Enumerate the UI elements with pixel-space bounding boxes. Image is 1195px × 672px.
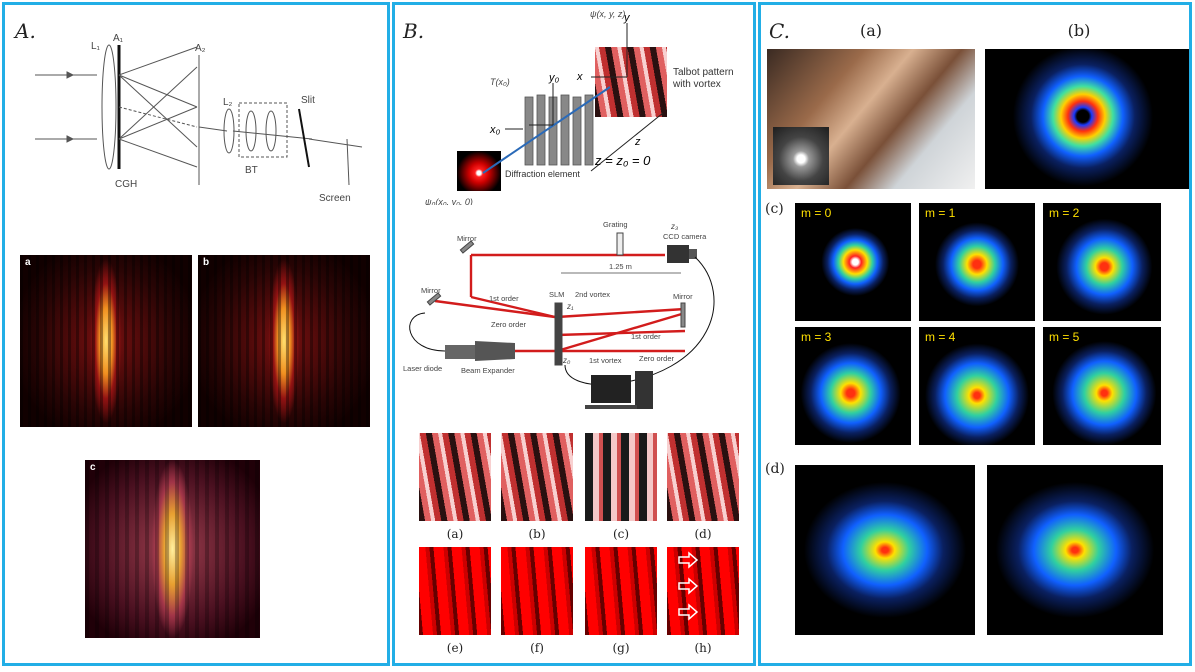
label-psi: ψ(x, y, z) [590,9,625,19]
arrow-icons [678,551,699,621]
label-t: T(x₀) [490,77,510,87]
label-distance: 1.25 m [609,262,632,271]
panel-a: A. L₁ A₁ A₂ L₂ Slit CGH BT Screen [2,2,390,666]
talbot-image-f [501,547,573,635]
lattice-pattern-left [795,465,975,635]
label-z0: z₀ [562,356,571,365]
label-mirror-left: Mirror [421,286,441,295]
label-screen: Screen [319,193,351,204]
label-grating: Grating [603,220,628,229]
talbot-image-b [501,433,573,521]
label-z-equation: z = z₀ = 0 [594,153,651,168]
mode-label-m0: m = 0 [801,206,832,220]
fringe-image-c: c [85,460,260,638]
image-label-b: b [203,257,210,268]
label-with-vortex: with vortex [672,79,721,90]
label-y0: y₀ [548,72,560,84]
label-cgh: CGH [115,179,137,190]
label-ccd-camera: CCD camera [663,232,707,241]
panel-c-label: C. [769,19,790,43]
mode-image-m1: m = 1 [919,203,1035,321]
mode-image-m5: m = 5 [1043,327,1161,445]
caption-e: (e) [446,641,464,655]
label-a2: A₂ [195,43,206,54]
panel-b-label: B. [403,19,425,43]
label-slit: Slit [301,95,315,106]
mode-label-m3: m = 3 [801,330,832,344]
talbot-image-e [419,547,491,635]
fringe-image-b: b [198,255,370,427]
caption-h: (h) [694,641,712,655]
input-vortex-beam [457,151,501,191]
caption-c: (c) [612,527,630,541]
mode-label-m5: m = 5 [1049,330,1080,344]
label-laser-diode: Laser diode [403,364,442,373]
label-first-order-left: 1st order [489,294,519,303]
label-slm: SLM [549,290,564,299]
mode-label-m2: m = 2 [1049,206,1080,220]
label-z3: z₃ [670,222,678,231]
photo-diffraction-element [767,49,975,189]
talbot-pattern-output [595,47,667,117]
mode-label-m1: m = 1 [925,206,956,220]
fringe-image-a: a [20,255,192,427]
talbot-image-h [667,547,739,635]
label-z: z [634,136,641,148]
label-zero-order-left: Zero order [491,320,527,329]
mode-image-m0: m = 0 [795,203,911,321]
label-second-vortex: 2nd vortex [575,290,610,299]
caption-g: (g) [612,641,630,655]
talbot-image-d [667,433,739,521]
label-bt: BT [245,165,258,176]
mode-image-m2: m = 2 [1043,203,1161,321]
label-talbot: Talbot pattern [673,67,734,78]
panel-c: C. (a) (b) (c) m = 0 m = 1 m = 2 m = 3 m… [758,2,1192,666]
label-diffraction-element: Diffraction element [505,169,580,179]
caption-c-a: (a) [859,21,883,40]
caption-c-b: (b) [1067,21,1091,40]
panel-b: B. ψ(x, y, z) y x Talbot pattern with vo… [392,2,756,666]
mode-label-m4: m = 4 [925,330,956,344]
talbot-image-a [419,433,491,521]
label-l2: L₂ [223,97,233,108]
label-mirror-top: Mirror [457,234,477,243]
talbot-image-g [585,547,657,635]
image-label-c: c [90,462,96,473]
label-y: y [623,12,631,24]
label-beam-expander: Beam Expander [461,366,515,375]
label-x0: x₀ [489,124,501,136]
inset-photo [773,127,829,185]
optical-setup-diagram-a: L₁ A₁ A₂ L₂ Slit CGH BT Screen [35,33,363,204]
talbot-image-c [585,433,657,521]
label-first-vortex: 1st vortex [589,356,622,365]
label-mirror-right: Mirror [673,292,693,301]
caption-a: (a) [446,527,464,541]
talbot-schematic: ψ(x, y, z) y x Talbot pattern with vorte… [425,9,734,205]
vortex-intensity-profile [985,49,1189,189]
image-label-a: a [25,257,31,268]
label-l1: L₁ [91,41,101,52]
caption-d: (d) [694,527,712,541]
label-x: x [576,71,583,83]
lattice-pattern-right [987,465,1163,635]
label-first-order-right: 1st order [631,332,661,341]
caption-b: (b) [528,527,546,541]
experimental-setup: Mirror Grating z₃ CCD camera 1.25 m Mirr… [403,220,715,409]
label-zero-order-right: Zero order [639,354,675,363]
panel-a-label: A. [15,19,36,43]
label-z1: z₁ [566,302,574,311]
mode-image-m4: m = 4 [919,327,1035,445]
label-a1: A₁ [113,33,124,44]
mode-image-m3: m = 3 [795,327,911,445]
caption-c-c: (c) [765,201,784,217]
caption-f: (f) [530,641,544,655]
label-psi0: ψ₀(x₀, y₀, 0) [425,197,473,205]
caption-c-d: (d) [765,461,785,477]
